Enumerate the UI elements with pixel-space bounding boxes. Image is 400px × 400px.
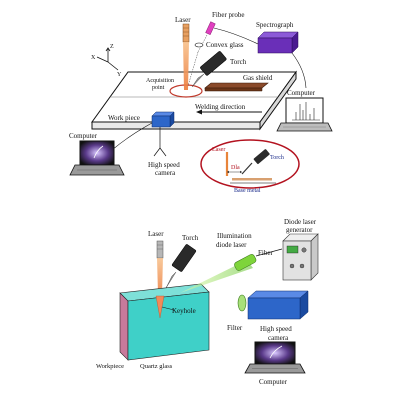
filter-label: Filter <box>227 324 243 332</box>
axis-y-label: Y <box>117 72 122 78</box>
camera-to-computer-cable <box>111 122 153 151</box>
axes-icon <box>96 47 119 71</box>
workpiece-block <box>119 283 210 361</box>
workpiece-label: Workpiece <box>96 363 124 370</box>
high-speed-camera-top <box>151 111 175 157</box>
spectrograph-box <box>257 31 299 54</box>
convex-glass-lens <box>194 42 204 48</box>
illumination-label-1: Illumination <box>217 232 252 240</box>
torch <box>191 51 227 88</box>
top-torch-label: Torch <box>230 58 247 66</box>
convex-glass-label: Convex glass <box>206 41 244 49</box>
inset-torch-label: Torch <box>270 155 284 161</box>
computer-right-label: Computer <box>287 89 316 97</box>
spectrograph-label: Spectrograph <box>256 21 294 29</box>
illumination-diode-laser <box>180 248 283 293</box>
computer-bottom-icon <box>244 341 306 374</box>
acquisition-label-1: Acquisition <box>146 78 174 84</box>
filter-lens <box>237 294 247 312</box>
bottom-laser-head <box>156 240 164 259</box>
high-speed-camera-bottom <box>247 290 309 320</box>
welding-direction-arrow <box>196 109 262 115</box>
acquisition-label-2: point <box>152 85 165 91</box>
gas-shield-bar <box>204 82 269 89</box>
quartz-glass-label: Quartz glass <box>140 363 173 370</box>
top-laser-label: Laser <box>175 16 191 24</box>
inset-laser-label: Laser <box>212 147 225 153</box>
inset-base-metal-label: Base metal <box>234 188 261 194</box>
bottom-laser-label: Laser <box>148 230 164 238</box>
camera-bottom-label-1: High speed <box>260 325 292 333</box>
work-piece-label: Work piece <box>108 114 140 122</box>
bottom-laser-beam <box>157 258 163 294</box>
camera-bottom-label-2: camera <box>268 334 289 342</box>
gas-shield-label: Gas shield <box>243 74 273 82</box>
computer-right-icon <box>276 97 333 132</box>
computer-left-icon <box>69 140 125 176</box>
keyhole-pointer <box>161 306 175 311</box>
laser-head <box>182 23 190 43</box>
fiber-probe <box>187 21 216 87</box>
illumination-label-2: diode laser <box>216 241 247 249</box>
axis-z-label: Z <box>110 44 114 50</box>
computer-bottom-label: Computer <box>259 378 288 386</box>
axis-x-label: X <box>91 55 96 61</box>
bottom-torch <box>165 244 197 289</box>
diode-generator-label-2: generator <box>286 226 313 234</box>
spectro-to-computer-cable <box>291 52 307 89</box>
top-diagram: Z X Y Laser Fiber pr <box>69 11 333 194</box>
bottom-torch-label: Torch <box>182 234 199 242</box>
keyhole-label: Keyhole <box>172 307 196 315</box>
camera-top-label-2: camera <box>155 169 176 177</box>
computer-left-label: Computer <box>69 132 98 140</box>
camera-top-label-1: High speed <box>148 161 180 169</box>
bottom-diagram: Laser Torch Keyhole Workpiece Quartz gla… <box>96 218 319 386</box>
diode-generator-label-1: Diode laser <box>284 218 317 226</box>
inset-dla-label: Dla <box>231 165 240 171</box>
fiber-probe-label: Fiber probe <box>212 11 244 19</box>
torch-detail-inset <box>200 139 300 189</box>
diode-laser-generator <box>282 233 319 281</box>
spectrograph-cable <box>213 27 259 45</box>
laser-beam <box>183 42 189 90</box>
welding-direction-label: Welding direction <box>195 103 246 111</box>
fiber-label: Fiber <box>258 249 273 257</box>
